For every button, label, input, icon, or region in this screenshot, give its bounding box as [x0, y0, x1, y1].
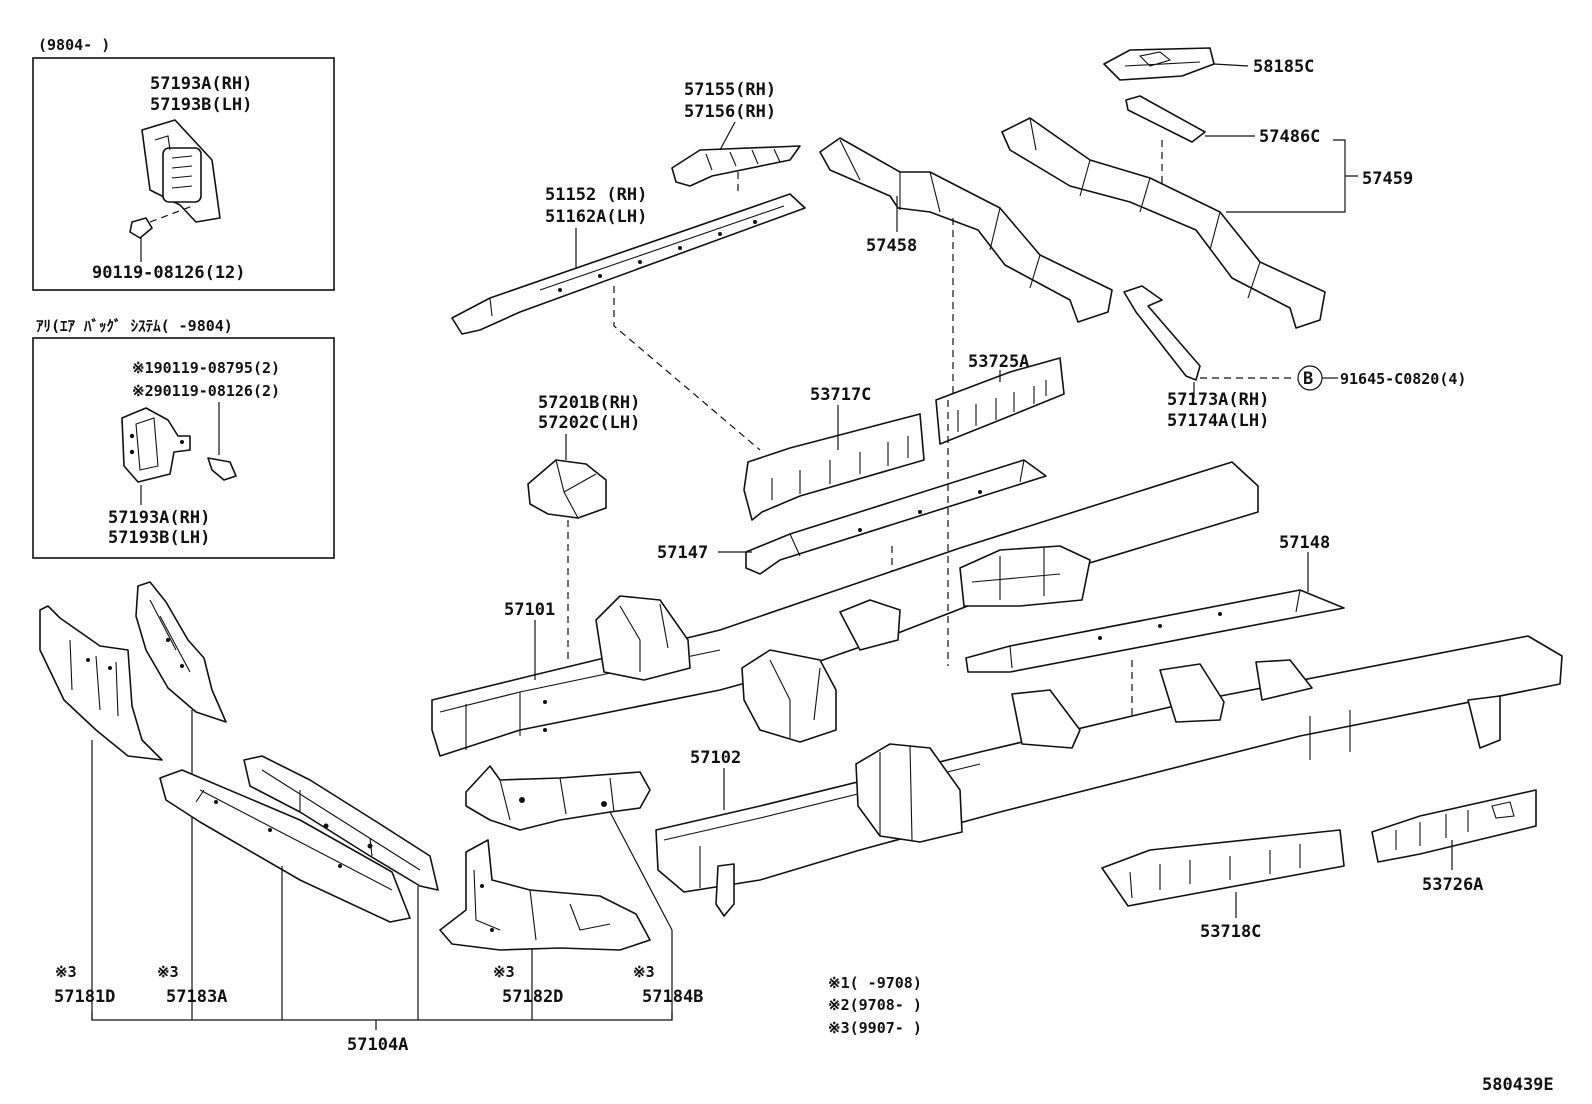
rail-57458: 57458 [819, 137, 1113, 400]
label-51152: 51152 (RH) [545, 185, 647, 205]
label-57458: 57458 [866, 236, 917, 256]
inset2-part-rh: 57193A(RH) [108, 508, 210, 528]
member-51152: 51152 (RH) 51162A(LH) [451, 185, 806, 451]
inset1-part-lh: 57193B(LH) [150, 95, 252, 115]
bracket-57193-upper [141, 119, 221, 223]
inset1-range: (9804- ) [38, 36, 110, 54]
bracket-57155: 57155(RH) 57156(RH) [671, 80, 801, 196]
label-57156: 57156(RH) [684, 102, 776, 122]
note-3: ※3(9907- ) [828, 1019, 922, 1037]
label-57182: 57182D [502, 987, 563, 1007]
inset2-part-lh: 57193B(LH) [108, 528, 210, 548]
circle-b: B [1303, 369, 1313, 389]
notes-legend: ※1( -9708) ※2(9708- ) ※3(9907- ) [828, 974, 922, 1037]
label-51162: 51162A(LH) [545, 207, 647, 227]
label-57181: 57181D [54, 987, 115, 1007]
label-58185: 58185C [1253, 57, 1314, 77]
plate-58185: 58185C [1103, 47, 1314, 81]
label-57102: 57102 [690, 748, 741, 768]
frame-57102: 57102 [655, 635, 1563, 917]
inset1-part-rh: 57193A(RH) [150, 74, 252, 94]
label-57459: 57459 [1362, 169, 1413, 189]
frame-57101: 57101 [431, 461, 1259, 757]
label-53725: 53725A [968, 352, 1029, 372]
label-57184: 57184B [642, 987, 703, 1007]
label-57174: 57174A(LH) [1167, 411, 1269, 431]
label-57155: 57155(RH) [684, 80, 776, 100]
inset2-bolt1: ※190119-08795(2) [132, 359, 280, 377]
crossmember-57148: 57148 [965, 533, 1345, 720]
panel-57181: ※3 57181D [39, 605, 163, 1020]
label-57183: 57183A [166, 987, 227, 1007]
panel-53725: 53725A [935, 352, 1065, 445]
note-57181: ※3 [55, 963, 77, 981]
brace-57173: B 91645-C0820(4) 57173A(RH) 57174A(LH) [1123, 285, 1466, 431]
panel-57183: ※3 57183A [135, 581, 227, 1020]
label-57202: 57202C(LH) [538, 413, 640, 433]
inset-box-upper: (9804- ) 57193A(RH) 57193B(LH) 90119-081… [32, 36, 335, 291]
panel-53717: 53717C [743, 385, 925, 521]
note-57183: ※3 [157, 963, 179, 981]
figure-id: 580439E [1482, 1075, 1554, 1095]
label-53717: 53717C [810, 385, 871, 405]
bracket-57182: ※3 57182D [439, 839, 651, 1020]
note-57182: ※3 [493, 963, 515, 981]
group-bracket-57104: 57104A [91, 1012, 673, 1055]
inset-box-lower: ｱﾘ(ｴｱ ﾊﾞｯｸﾞ ｼｽﾃﾑ( -9804) ※190119-08795(2… [32, 317, 335, 559]
inset1-bolt: 90119-08126(12) [92, 263, 246, 283]
bar-57104-lower [159, 769, 411, 1020]
bar-57104-upper [243, 755, 439, 1020]
inset2-range: ｱﾘ(ｴｱ ﾊﾞｯｸﾞ ｼｽﾃﾑ( -9804) [36, 317, 233, 335]
label-57201: 57201B(RH) [538, 393, 640, 413]
panel-53718: 53718C [1101, 829, 1345, 942]
label-53718: 53718C [1200, 922, 1261, 942]
note-57184: ※3 [633, 963, 655, 981]
label-57147: 57147 [657, 543, 708, 563]
note-2: ※2(9708- ) [828, 996, 922, 1014]
panel-53726: 53726A [1371, 789, 1537, 895]
mount-57201: 57201B(RH) 57202C(LH) [527, 393, 640, 662]
label-57486: 57486C [1259, 127, 1320, 147]
rail-57459: 57459 [1001, 117, 1413, 329]
label-91645: 91645-C0820(4) [1340, 370, 1466, 388]
label-57173: 57173A(RH) [1167, 390, 1269, 410]
bracket-57193-lower [121, 407, 191, 483]
bolt-upper [129, 204, 196, 262]
channel-57486: 57486C [1125, 95, 1320, 190]
inset2-bolt2: ※290119-08126(2) [132, 382, 280, 400]
label-53726: 53726A [1422, 875, 1483, 895]
bolt-lower [140, 402, 237, 505]
label-57148: 57148 [1279, 533, 1330, 553]
note-1: ※1( -9708) [828, 974, 922, 992]
label-57104: 57104A [347, 1035, 408, 1055]
label-57101: 57101 [504, 600, 555, 620]
bracket-57184: ※3 57184B [465, 765, 703, 1020]
